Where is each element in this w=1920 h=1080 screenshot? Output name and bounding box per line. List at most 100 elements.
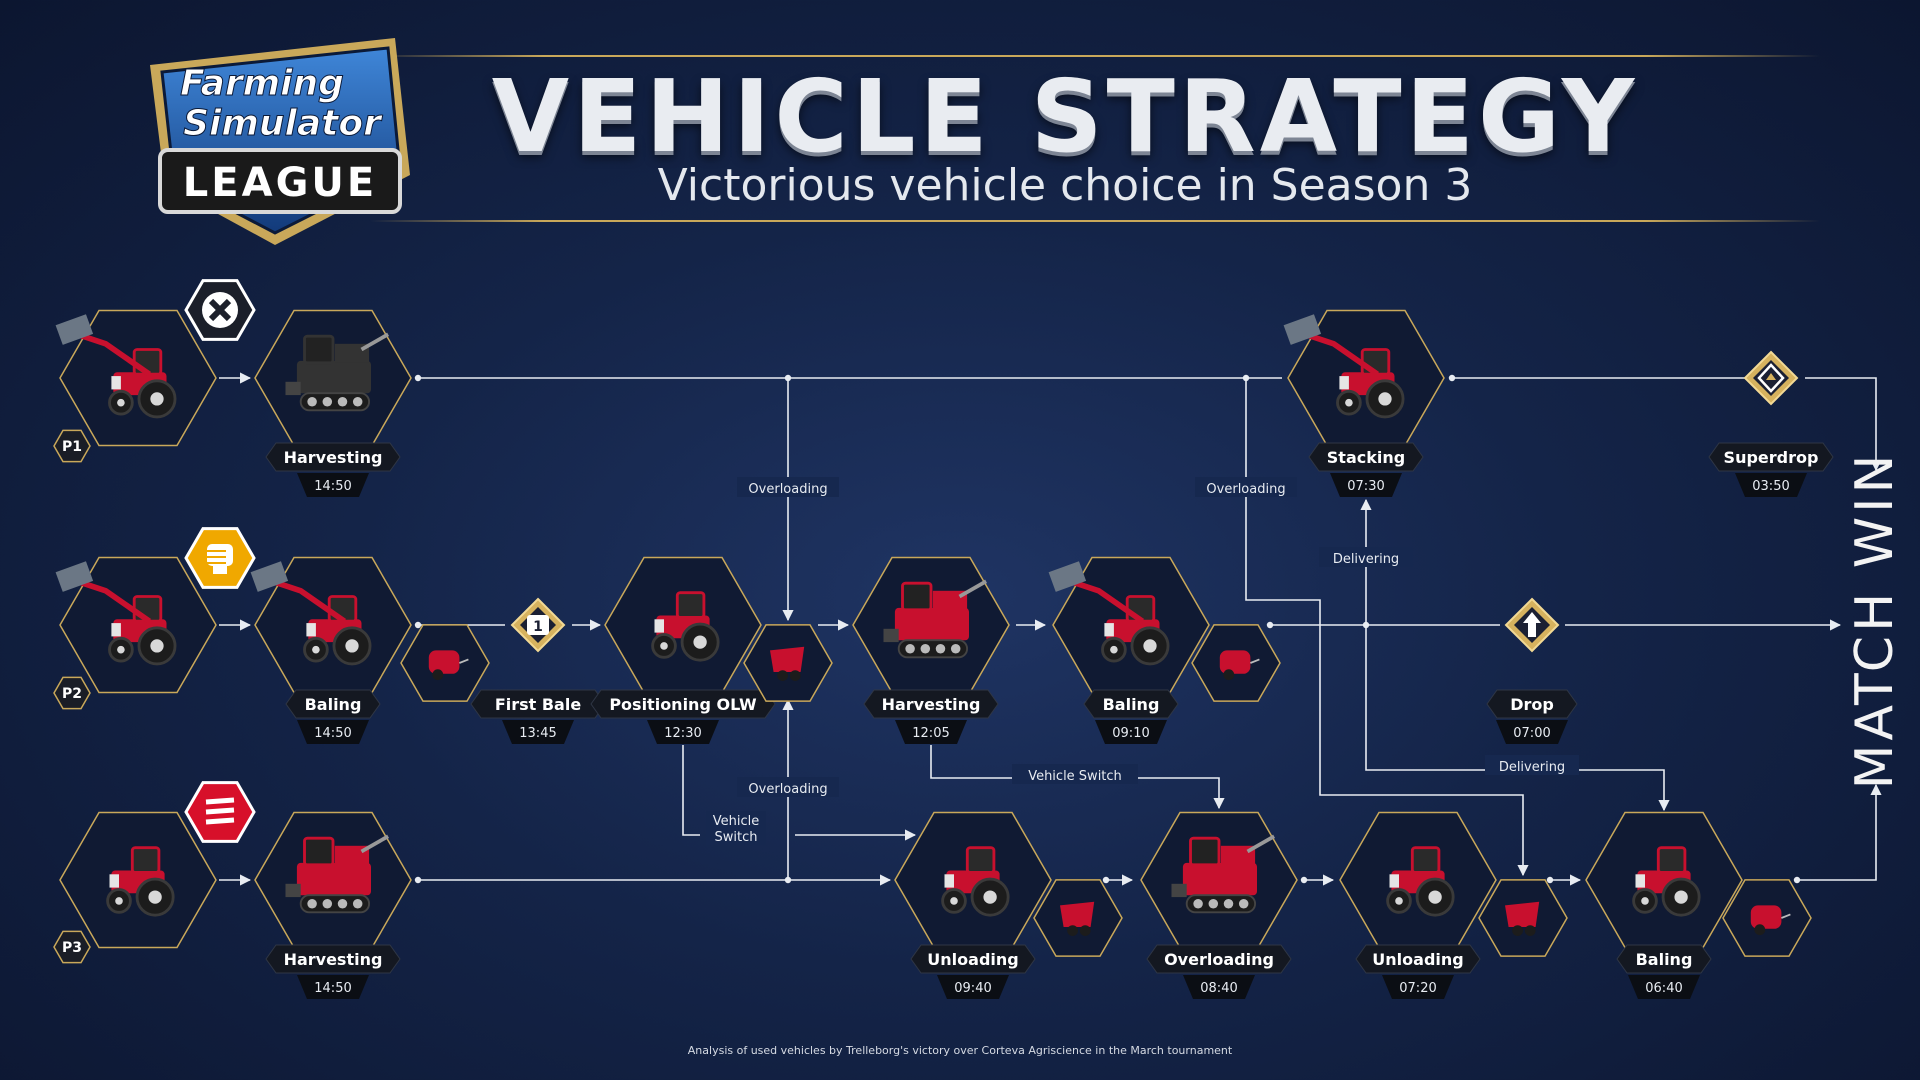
- node-label: Harvesting: [882, 695, 981, 714]
- combine-harvester-icon: [1171, 834, 1276, 914]
- header-rule-top: [370, 55, 1820, 57]
- attachment-p3-wagon-2: [1478, 879, 1568, 957]
- node-p2-positioning: Positioning OLW 12:30: [590, 556, 776, 744]
- connector-label: Vehicle: [713, 814, 760, 829]
- connector-label: Vehicle Switch: [1028, 769, 1122, 784]
- node-label: Stacking: [1327, 448, 1405, 467]
- vehicle-nodes: Harvesting 14:50 Stacking 07:30 Superdrop 03:…: [55, 309, 1834, 999]
- node-label: Baling: [1103, 695, 1160, 714]
- round-baler-icon: [428, 650, 469, 681]
- player-label: P1: [62, 439, 82, 455]
- farming-simulator-league-logo: Farming Simulator LEAGUE: [150, 38, 410, 245]
- logo-text-1: Farming: [180, 63, 344, 104]
- connector-label: Overloading: [748, 782, 827, 797]
- tractor-icon: [651, 591, 720, 662]
- black-combine-harvester-icon: [285, 332, 390, 412]
- tractor-icon: [106, 846, 175, 917]
- node-p2-baling2: Baling 09:10: [1048, 556, 1210, 744]
- fist-badge-icon: [184, 527, 256, 589]
- connector-label: Overloading: [748, 482, 827, 497]
- node-p3-unloading: Unloading 09:40: [894, 811, 1052, 999]
- node-p3-harvesting: Harvesting 14:50: [254, 811, 412, 999]
- node-time: 09:40: [954, 981, 991, 996]
- node-p2-harvesting: Harvesting 12:05: [852, 556, 1010, 744]
- combine-harvester-icon: [285, 834, 390, 914]
- front-loader-tractor-icon: [250, 561, 372, 666]
- node-time: 13:45: [519, 726, 556, 741]
- node-label: Unloading: [927, 950, 1018, 969]
- page-title: VEHICLE STRATEGY: [491, 58, 1639, 175]
- node-time: 07:20: [1399, 981, 1436, 996]
- node-p1-superdrop: Superdrop 03:50: [1708, 350, 1834, 497]
- node-time: 06:40: [1645, 981, 1682, 996]
- attachment-p3-baler-1: [1722, 879, 1812, 957]
- tractor-icon: [941, 846, 1010, 917]
- connector-label: Switch: [715, 830, 758, 845]
- attachment-p2-baler-1: [400, 624, 490, 702]
- node-p1-harvesting: Harvesting 14:50: [254, 309, 412, 497]
- header-rule-bottom: [370, 220, 1820, 222]
- node-label: First Bale: [495, 695, 582, 714]
- node-time: 07:30: [1347, 479, 1384, 494]
- node-time: 12:05: [912, 726, 949, 741]
- footnote: Analysis of used vehicles by Trelleborg'…: [687, 1044, 1233, 1057]
- round-baler-icon: [1750, 905, 1791, 936]
- node-time: 03:50: [1752, 479, 1789, 494]
- logo-text-3: LEAGUE: [183, 160, 377, 206]
- page-subtitle: Victorious vehicle choice in Season 3: [657, 160, 1473, 211]
- player-tag-p1: P1: [53, 429, 91, 463]
- connector-label: Overloading: [1206, 482, 1285, 497]
- node-p2-start: [55, 556, 217, 694]
- svg-text:1: 1: [533, 619, 543, 635]
- node-label: Harvesting: [284, 448, 383, 467]
- node-p1-stacking: Stacking 07:30: [1283, 309, 1445, 497]
- player-tag-p3: P3: [53, 930, 91, 964]
- player-tag-p2: P2: [53, 676, 91, 710]
- attachment-p3-wagon-1: [1033, 879, 1123, 957]
- front-loader-tractor-icon: [55, 561, 177, 666]
- node-p3-overloading: Overloading 08:40: [1140, 811, 1298, 999]
- node-p3-baling: Baling 06:40: [1585, 811, 1743, 999]
- x-badge-icon: [184, 279, 256, 341]
- node-p3-start: [59, 811, 217, 949]
- player-label: P3: [62, 940, 82, 956]
- connector-label: Delivering: [1333, 552, 1399, 567]
- connector-label: Delivering: [1499, 760, 1565, 775]
- node-time: 07:00: [1513, 726, 1550, 741]
- node-time: 12:30: [664, 726, 701, 741]
- player-label: P2: [62, 686, 82, 702]
- node-time: 08:40: [1200, 981, 1237, 996]
- node-label: Superdrop: [1724, 448, 1819, 467]
- node-label: Unloading: [1372, 950, 1463, 969]
- node-p3-unloading2: Unloading 07:20: [1339, 811, 1497, 999]
- node-label: Drop: [1510, 695, 1554, 714]
- node-label: Positioning OLW: [609, 695, 757, 714]
- combine-harvester-icon: [883, 579, 988, 659]
- attachment-p2-wagon-1: [743, 624, 833, 702]
- front-loader-tractor-icon: [55, 314, 177, 419]
- front-loader-tractor-icon: [1283, 314, 1405, 419]
- tractor-icon: [1386, 846, 1455, 917]
- node-label: Baling: [1636, 950, 1693, 969]
- node-time: 14:50: [314, 981, 351, 996]
- node-p1-start: [55, 309, 217, 447]
- tractor-icon: [1632, 846, 1701, 917]
- node-label: Harvesting: [284, 950, 383, 969]
- drop-icon: [1504, 597, 1560, 653]
- first-bale-icon: 1: [510, 597, 566, 653]
- node-label: Overloading: [1164, 950, 1274, 969]
- node-time: 09:10: [1112, 726, 1149, 741]
- node-p2-drop: Drop 07:00: [1486, 597, 1578, 744]
- match-win-label: MATCH WIN: [1845, 450, 1905, 790]
- round-baler-icon: [1219, 650, 1260, 681]
- attachment-p2-baler-2: [1191, 624, 1281, 702]
- node-time: 14:50: [314, 479, 351, 494]
- team-badges: [184, 279, 256, 843]
- overloading-wagon-icon: [1505, 901, 1540, 936]
- node-label: Baling: [305, 695, 362, 714]
